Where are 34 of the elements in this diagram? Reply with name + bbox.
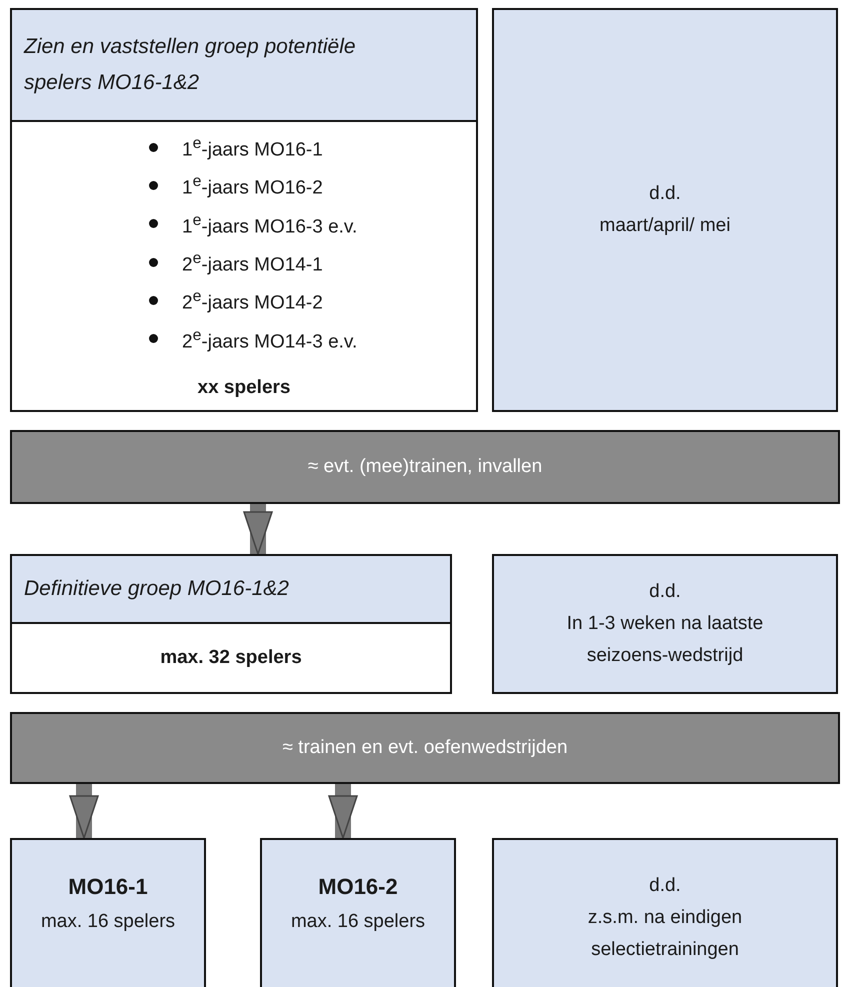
count-text: xx spelers: [198, 376, 290, 400]
list-item-text: 2$^{e}$-jaars MO14-2: [182, 287, 323, 316]
process-box: [10, 838, 206, 987]
process-band: [10, 712, 840, 784]
date-text: In 1-3 weken na laatste seizoens-wedstrijd: [566, 612, 764, 668]
arrow: [328, 784, 358, 839]
list-item-text: 2$^{e}$-jaars MO14-1: [182, 249, 323, 278]
list-item-text: 2$^{e}$-jaars MO14-3 e.v.: [182, 326, 358, 354]
arrow: [69, 784, 99, 839]
band-text: ≈ trainen en evt. oefenwedstrijden: [282, 736, 568, 760]
team-size: max. 16 spelers: [40, 910, 176, 934]
process-box: [10, 554, 452, 694]
team-name: MO16-2: [318, 873, 398, 901]
date-text: maart/april/ mei: [600, 214, 730, 238]
heading-text: Definitieve groep MO16-1&2: [24, 576, 289, 602]
arrow: [243, 504, 273, 555]
list-item-text: 1$^{e}$-jaars MO16-3 e.v.: [182, 210, 358, 239]
process-box: [10, 8, 478, 412]
team-name: MO16-1: [68, 873, 148, 901]
heading-text: Zien en vaststellen groep potentiële spelers MO16-1&2: [24, 34, 357, 96]
date-label: d.d.: [649, 182, 681, 206]
process-box: [492, 8, 838, 412]
count-text: max. 32 spelers: [160, 646, 302, 670]
process-band: [10, 430, 840, 504]
process-box: [492, 554, 838, 694]
team-size: max. 16 spelers: [290, 910, 426, 934]
process-box: [492, 838, 838, 987]
process-box: [260, 838, 456, 987]
date-text: z.s.m. na eindigen selectietrainingen: [586, 906, 744, 962]
list-item-text: 1$^{e}$-jaars MO16-1: [182, 134, 323, 162]
band-text: ≈ evt. (mee)trainen, invallen: [308, 455, 542, 479]
date-label: d.d.: [649, 580, 681, 604]
list-item-text: 1$^{e}$-jaars MO16-2: [182, 172, 323, 201]
date-label: d.d.: [649, 874, 681, 898]
